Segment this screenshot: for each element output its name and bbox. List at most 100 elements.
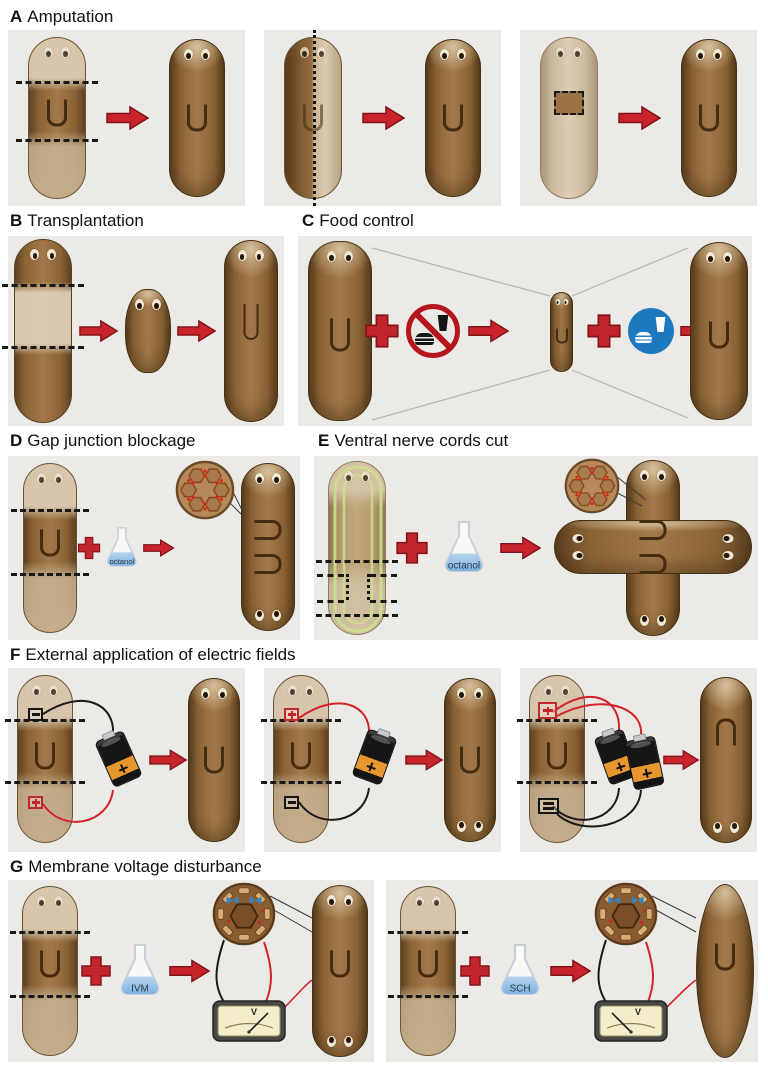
worm-two-headed-result xyxy=(312,885,368,1057)
flask-label: octanol xyxy=(448,561,480,572)
result-voltage-group: V xyxy=(594,882,754,1060)
worm-battery-group xyxy=(261,672,405,848)
row-transplantation-food xyxy=(2,236,760,426)
worm-fed xyxy=(308,241,372,421)
battery-icon xyxy=(94,729,143,789)
section-letter: E xyxy=(318,431,330,450)
worm-normal-result xyxy=(188,678,240,842)
result-voltage-group: V xyxy=(212,882,370,1060)
section-label: Membrane voltage disturbance xyxy=(28,857,262,876)
eyes xyxy=(327,1036,353,1047)
result-two-headed-group xyxy=(175,460,297,636)
electrode-plus-large xyxy=(538,702,557,719)
eye xyxy=(32,685,41,696)
pharynx xyxy=(547,742,567,770)
pharynx xyxy=(291,742,311,770)
worm-regenerated xyxy=(425,39,482,197)
eyes xyxy=(696,49,723,60)
arrow-icon xyxy=(177,319,217,343)
pharynx xyxy=(639,554,667,574)
result-cross-group xyxy=(550,458,754,638)
eyes xyxy=(457,688,483,699)
panel-amputation-transverse xyxy=(8,30,245,206)
eye xyxy=(561,685,570,696)
flask-octanol-icon: octanol xyxy=(444,521,484,572)
panel-efield-strong xyxy=(517,668,757,852)
section-letter: B xyxy=(10,211,23,230)
eye xyxy=(316,47,326,58)
pharynx xyxy=(204,746,224,774)
row-gapjunction-nervecords: octanol xyxy=(8,456,760,640)
pharynx xyxy=(330,318,350,352)
eye xyxy=(327,895,336,906)
pharynx xyxy=(555,328,568,344)
eyes xyxy=(37,896,63,907)
plus-icon xyxy=(395,532,428,564)
eye xyxy=(288,685,297,696)
pharynx xyxy=(40,529,60,557)
arrow-icon xyxy=(78,319,119,343)
eye xyxy=(723,252,732,263)
worm-fragment-excised xyxy=(539,37,598,199)
arrow-icon xyxy=(149,749,188,771)
eyes xyxy=(201,688,227,699)
cut-line xyxy=(517,719,597,723)
cut-line-vertical-segment xyxy=(346,574,349,600)
eyes xyxy=(544,685,570,696)
worm-amputation-cuts xyxy=(11,463,89,633)
eyes xyxy=(184,49,211,60)
cut-line xyxy=(316,614,398,617)
row-amputation xyxy=(8,30,760,206)
section-label: Amputation xyxy=(27,7,114,26)
eyes xyxy=(299,47,326,58)
section-letter: G xyxy=(10,857,24,876)
eyes xyxy=(134,299,161,310)
eye xyxy=(37,896,46,907)
eyes xyxy=(254,610,281,621)
eye xyxy=(474,821,483,832)
drink-glyph xyxy=(655,317,666,332)
row-electric-fields xyxy=(5,668,760,852)
eye xyxy=(54,473,63,484)
cut-line xyxy=(15,138,98,142)
cut-line xyxy=(11,573,89,577)
eye xyxy=(218,688,227,699)
cut-line-vertical-segment xyxy=(367,574,370,600)
eye xyxy=(237,250,247,261)
cut-line xyxy=(261,780,341,784)
cut-line-segment xyxy=(370,574,397,577)
pharynx xyxy=(187,104,208,132)
electrode-plus xyxy=(284,708,299,721)
worm-two-headed xyxy=(240,463,295,631)
panel-transplantation xyxy=(2,236,284,426)
pharynx xyxy=(460,746,480,774)
eye xyxy=(54,896,63,907)
eye xyxy=(696,49,706,60)
eyes xyxy=(344,471,370,482)
battery-plus-sign xyxy=(117,763,129,775)
cut-line xyxy=(2,345,85,349)
arrow-icon xyxy=(361,105,405,131)
eyes xyxy=(327,251,353,262)
pharynx xyxy=(330,950,350,978)
panel-ivm: IVM xyxy=(8,880,374,1062)
arrow-icon xyxy=(405,749,444,771)
cut-line-segment xyxy=(370,600,397,603)
eye xyxy=(344,251,353,262)
panel-amputation-sagittal xyxy=(264,30,501,206)
eye xyxy=(47,249,57,260)
eye xyxy=(60,47,70,58)
panel-efield-reversed xyxy=(261,668,501,852)
battery-plus-sign xyxy=(614,761,626,773)
cut-line xyxy=(388,930,468,934)
eyes xyxy=(440,49,467,60)
eye xyxy=(415,896,424,907)
section-label: External application of electric fields xyxy=(25,645,296,664)
section-label: Food control xyxy=(319,211,414,230)
prohibition-ring xyxy=(406,304,460,358)
worm-small-regenerate xyxy=(124,289,171,373)
food-icon xyxy=(628,308,674,354)
arrow-icon xyxy=(549,959,591,983)
